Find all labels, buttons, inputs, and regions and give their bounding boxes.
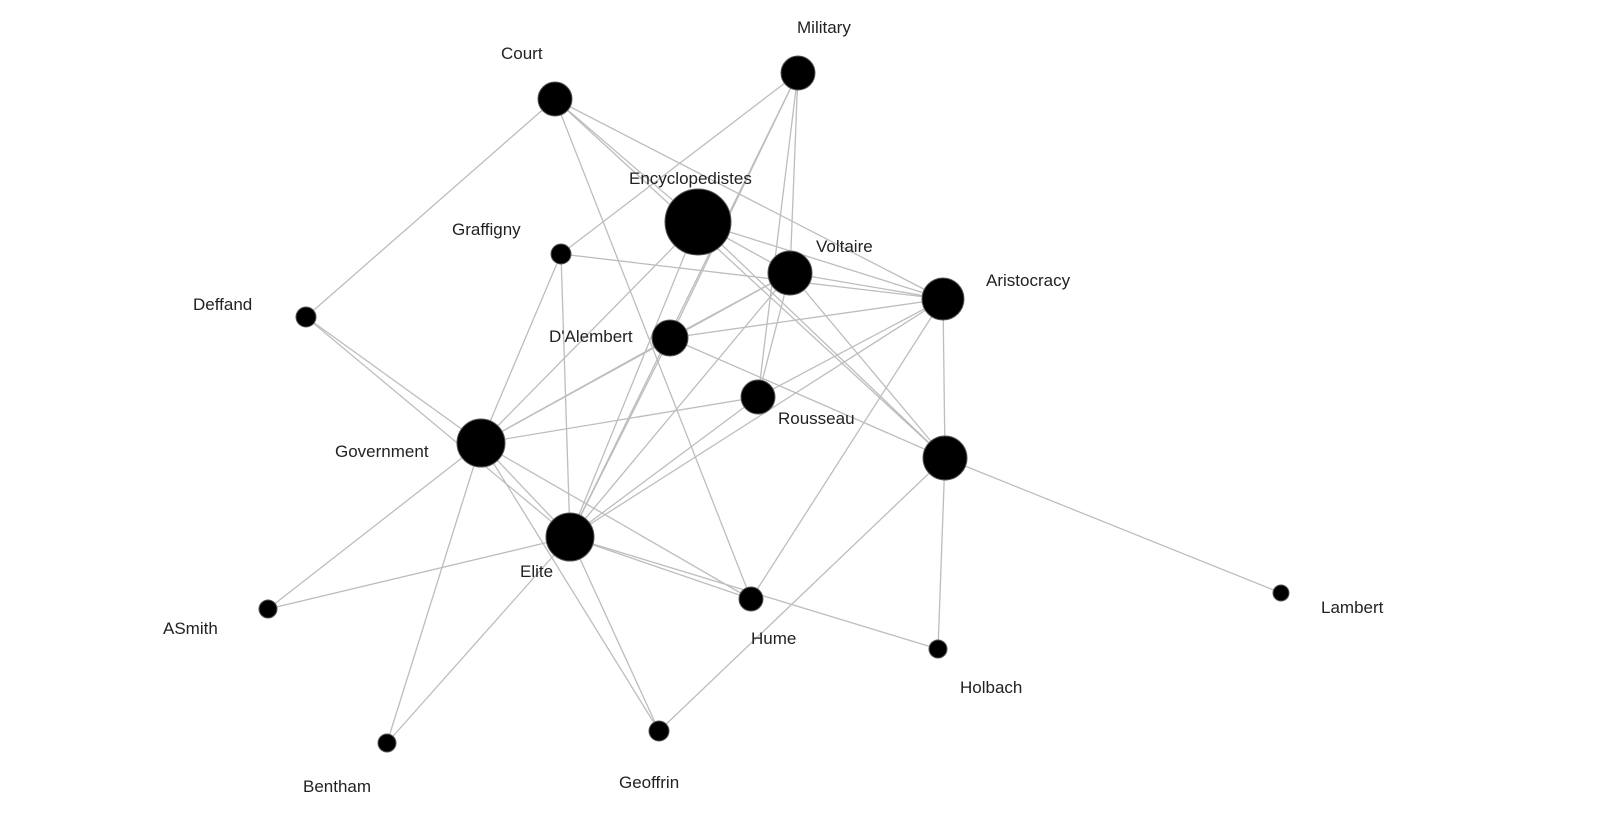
edge-government-asmith bbox=[267, 442, 482, 610]
node-label-geoffrin: Geoffrin bbox=[619, 773, 679, 792]
edge-encyclopedistes-elite bbox=[569, 221, 699, 538]
edge-dalembert-elite bbox=[569, 337, 671, 538]
edge-graffigny-government bbox=[480, 253, 562, 444]
edges bbox=[267, 72, 1282, 744]
edge-military-graffigny bbox=[560, 72, 799, 255]
edge-encyclopedistes-government bbox=[480, 221, 699, 444]
edge-elite-geoffrin bbox=[569, 536, 660, 732]
edge-deffand-government bbox=[305, 316, 482, 444]
edge-dalembert-government bbox=[480, 337, 671, 444]
node-label-asmith: ASmith bbox=[163, 619, 218, 638]
node-unlabeled[interactable] bbox=[922, 435, 968, 481]
edge-voltaire-elite bbox=[569, 272, 791, 538]
node-graffigny[interactable] bbox=[550, 243, 572, 265]
node-geoffrin[interactable] bbox=[648, 720, 670, 742]
node-label-government: Government bbox=[335, 442, 429, 461]
node-government[interactable] bbox=[456, 418, 506, 468]
node-label-deffand: Deffand bbox=[193, 295, 252, 314]
node-bentham[interactable] bbox=[377, 733, 397, 753]
node-label-dalembert: D'Alembert bbox=[549, 327, 633, 346]
edge-military-dalembert bbox=[669, 72, 799, 339]
edge-aristocracy-unlabeled bbox=[942, 298, 946, 459]
node-label-holbach: Holbach bbox=[960, 678, 1022, 697]
edge-elite-hume bbox=[569, 536, 752, 600]
node-hume[interactable] bbox=[738, 586, 764, 612]
node-elite[interactable] bbox=[545, 512, 595, 562]
edge-rousseau-elite bbox=[569, 396, 759, 538]
node-deffand[interactable] bbox=[295, 306, 317, 328]
edge-voltaire-unlabeled bbox=[789, 272, 946, 459]
edge-aristocracy-elite bbox=[569, 298, 944, 538]
edge-dalembert-unlabeled bbox=[669, 337, 946, 459]
node-label-hume: Hume bbox=[751, 629, 796, 648]
edge-military-voltaire bbox=[789, 72, 799, 274]
nodes bbox=[258, 55, 1290, 753]
edge-government-hume bbox=[480, 442, 752, 600]
node-label-rousseau: Rousseau bbox=[778, 409, 855, 428]
edge-aristocracy-dalembert bbox=[669, 298, 944, 339]
edge-aristocracy-hume bbox=[750, 298, 944, 600]
labels: Court MilitaryEncyclopedistesGraffignyVol… bbox=[163, 18, 1384, 796]
node-label-court: Court bbox=[501, 44, 543, 63]
edge-voltaire-aristocracy bbox=[789, 272, 944, 300]
edge-elite-asmith bbox=[267, 536, 571, 610]
node-label-bentham: Bentham bbox=[303, 777, 371, 796]
edge-rousseau-government bbox=[480, 396, 759, 444]
edge-court-aristocracy bbox=[554, 98, 944, 300]
edge-government-bentham bbox=[386, 442, 482, 744]
node-voltaire[interactable] bbox=[767, 250, 813, 296]
edge-elite-bentham bbox=[386, 536, 571, 744]
node-label-graffigny: Graffigny bbox=[452, 220, 521, 239]
node-label-military: Military bbox=[797, 18, 851, 37]
edge-graffigny-aristocracy bbox=[560, 253, 944, 300]
node-asmith[interactable] bbox=[258, 599, 278, 619]
edge-encyclopedistes-aristocracy bbox=[697, 221, 944, 300]
node-label-aristocracy: Aristocracy bbox=[986, 271, 1071, 290]
node-military[interactable] bbox=[780, 55, 816, 91]
node-encyclopedistes[interactable] bbox=[664, 188, 732, 256]
edge-unlabeled-holbach bbox=[937, 457, 946, 650]
edge-military-rousseau bbox=[757, 72, 799, 398]
node-rousseau[interactable] bbox=[740, 379, 776, 415]
node-label-encyclopedistes: Encyclopedistes bbox=[629, 169, 752, 188]
edge-government-geoffrin bbox=[480, 442, 660, 732]
node-court[interactable] bbox=[537, 81, 573, 117]
edge-encyclopedistes-unlabeled bbox=[697, 221, 946, 459]
node-aristocracy[interactable] bbox=[921, 277, 965, 321]
edge-court-deffand bbox=[305, 98, 556, 318]
edge-unlabeled-geoffrin bbox=[658, 457, 946, 732]
edge-aristocracy-rousseau bbox=[757, 298, 944, 398]
node-label-elite: Elite bbox=[520, 562, 553, 581]
node-holbach[interactable] bbox=[928, 639, 948, 659]
node-dalembert[interactable] bbox=[651, 319, 689, 357]
edge-unlabeled-lambert bbox=[944, 457, 1282, 594]
node-lambert[interactable] bbox=[1272, 584, 1290, 602]
edge-deffand-elite bbox=[305, 316, 571, 538]
node-label-lambert: Lambert bbox=[1321, 598, 1384, 617]
node-label-voltaire: Voltaire bbox=[816, 237, 873, 256]
